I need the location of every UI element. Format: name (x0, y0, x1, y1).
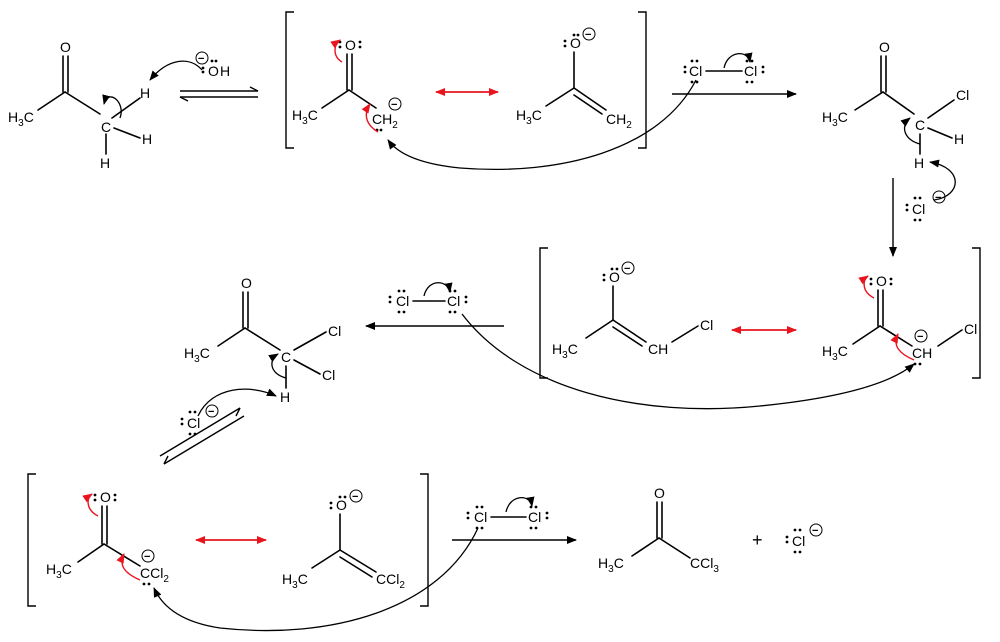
atom-cl: Cl (956, 87, 969, 103)
enolate-resonance-bracket-3: O H3C CCl2 − O − H3C CCl2 (27, 473, 429, 607)
dichloroacetone: O H3C C Cl Cl H (184, 275, 341, 417)
atom-h-acidic: H (140, 85, 150, 101)
methyl-h3c: H3C (822, 343, 848, 363)
negative-charge: − (198, 53, 204, 65)
atom-cl: Cl (528, 509, 541, 525)
atom-cl: Cl (474, 509, 487, 525)
chlorine-molecule-2: Cl Cl (365, 282, 915, 410)
methyl-h3c: H3C (282, 571, 308, 591)
equilibrium-arrow-2 (159, 407, 245, 465)
methyl-h3c: H3C (822, 109, 848, 129)
atom-cl: Cl (187, 415, 200, 431)
atom-cl: Cl (322, 367, 335, 383)
group-ch: CH (912, 345, 932, 361)
atom-o: O (100, 489, 111, 505)
atom-cl: Cl (328, 323, 341, 339)
atom-o: O (241, 275, 252, 291)
methyl-h3c: H3C (46, 561, 72, 581)
atom-cl: Cl (964, 321, 977, 337)
atom-o: O (345, 37, 356, 53)
chlorine-molecule-3: Cl Cl (153, 496, 577, 632)
atom-h: H (100, 155, 110, 171)
chlorine-molecule-1: Cl Cl (387, 52, 797, 171)
group-ch2: CH2 (606, 111, 632, 131)
atom-o: O (876, 273, 887, 289)
group-ccl2: CCl2 (140, 565, 169, 585)
negative-charge: − (812, 525, 818, 537)
acetone-start: O H3C C H H H (8, 39, 152, 171)
equilibrium-arrow-1 (179, 86, 259, 102)
atom-c: C (101, 119, 111, 135)
methyl-h3c: H3C (292, 107, 318, 127)
group-ch: CH (648, 341, 668, 357)
atom-o: O (570, 35, 581, 51)
atom-h-acidic: H (280, 389, 290, 405)
negative-charge: − (352, 491, 358, 503)
group-ch2: CH2 (372, 111, 398, 131)
atom-cl: Cl (792, 533, 805, 549)
atom-o: O (208, 63, 219, 79)
methyl-h3c: H3C (184, 345, 210, 365)
atom-o: O (654, 485, 665, 501)
atom-c: C (915, 117, 925, 133)
methyl-h3c: H3C (516, 107, 542, 127)
negative-charge: − (144, 551, 150, 563)
group-ccl3: CCl3 (690, 555, 719, 575)
negative-charge: − (208, 406, 214, 418)
hydroxide-ion: O H − (149, 51, 230, 81)
atom-h: H (954, 131, 964, 147)
methyl-h3c: H3C (598, 555, 624, 575)
trichloroacetone-product: O H3C CCl3 (598, 485, 719, 575)
plus-sign: + (752, 530, 763, 550)
atom-cl: Cl (689, 63, 702, 79)
chloride-ion-product: Cl − (785, 523, 823, 554)
negative-charge: − (935, 192, 941, 204)
chloride-ion-2: Cl − (180, 404, 219, 436)
atom-o: O (879, 39, 890, 55)
atom-o: O (60, 39, 71, 55)
negative-charge: − (624, 263, 630, 275)
atom-cl: Cl (447, 293, 460, 309)
atom-cl: Cl (396, 293, 409, 309)
atom-cl: Cl (700, 317, 713, 333)
negative-charge: − (917, 331, 923, 343)
methyl-h3c: H3C (8, 109, 34, 129)
atom-h: H (220, 63, 230, 79)
atom-cl: Cl (912, 201, 925, 217)
negative-charge: − (391, 99, 397, 111)
negative-charge: − (585, 29, 591, 41)
group-ccl2: CCl2 (376, 571, 405, 591)
chloride-ion-1: Cl − (905, 190, 946, 222)
atom-cl: Cl (744, 63, 757, 79)
methyl-h3c: H3C (552, 341, 578, 361)
atom-o: O (336, 497, 347, 513)
atom-o: O (609, 269, 620, 285)
chloroacetone: O H3C C Cl H H (822, 39, 969, 201)
atom-c: C (281, 349, 291, 365)
atom-h: H (142, 131, 152, 147)
enolate-resonance-bracket-2: O − H3C CH Cl O H3C CH − Cl (539, 247, 981, 379)
atom-h-acidic: H (914, 155, 924, 171)
enolate-resonance-bracket-1: O H3C CH2 − O − H3C CH2 (285, 11, 647, 149)
